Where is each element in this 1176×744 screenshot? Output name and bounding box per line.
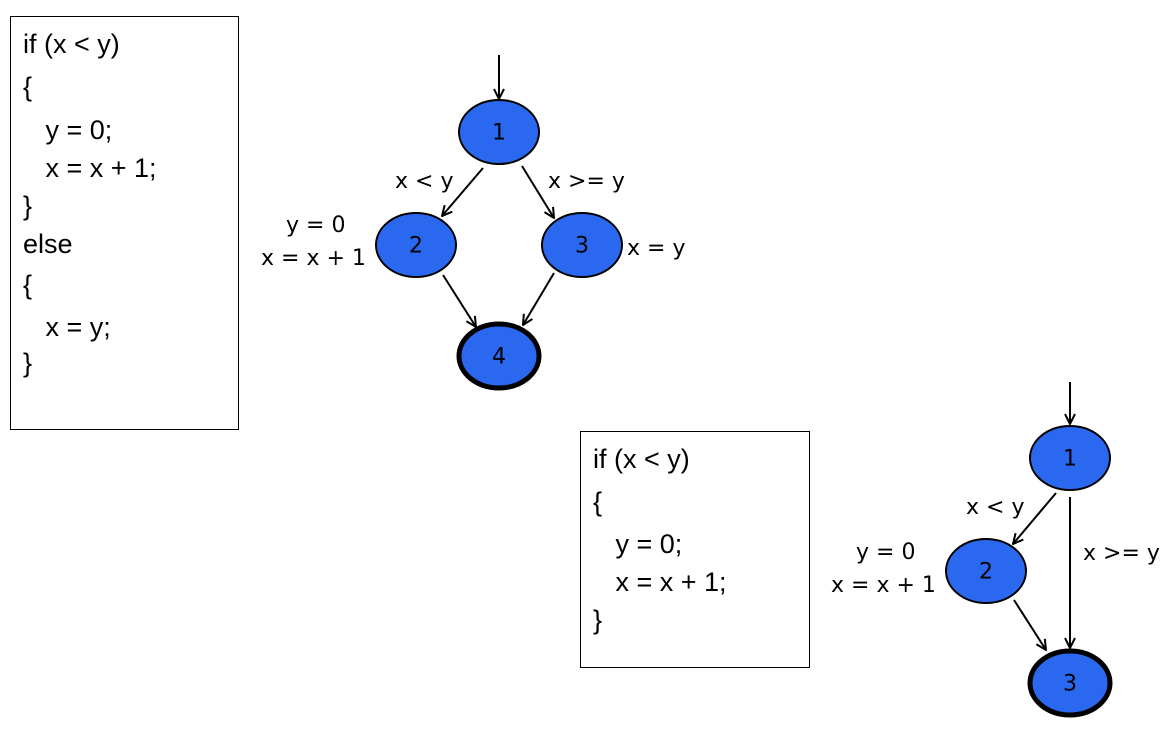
code-line: x = x + 1; [593, 567, 727, 597]
code-line: else [23, 229, 73, 259]
node-3-label: 3 [1063, 672, 1077, 697]
node-1-label: 1 [1063, 447, 1077, 472]
node-3-final [1027, 648, 1113, 718]
code-line: } [23, 348, 33, 378]
code-line: y = 0; [23, 115, 113, 145]
node-3 [541, 212, 623, 278]
edge-label-x-ge-y: x >= y [548, 169, 625, 194]
code-line: { [593, 487, 603, 517]
edge-3-4 [523, 272, 555, 325]
code-line: y = 0; [593, 529, 683, 559]
code-line: } [593, 605, 603, 635]
edge-label-x-lt-y: x < y [966, 495, 1024, 520]
node-3-label: 3 [575, 234, 589, 259]
code-line: x = y; [23, 312, 111, 342]
edge-1-2 [442, 167, 484, 216]
node-2-annotation-line: y = 0 [286, 213, 345, 238]
node-4-final [456, 321, 542, 391]
edge-2-3 [1013, 599, 1046, 650]
node-2-annotation-line: x = x + 1 [831, 573, 936, 598]
node-2-label: 2 [409, 234, 423, 259]
graph-if-only: 1 2 3 x < y x >= y y = 0 x = x + 1 [831, 382, 1160, 718]
edge-1-2 [1013, 492, 1057, 544]
edge-1-3 [521, 165, 554, 218]
node-2-annotation-line: x = x + 1 [261, 246, 366, 271]
graph-if-else: 1 2 3 4 x < y x >= y y = 0 x = x + 1 x =… [261, 55, 685, 391]
node-4-label: 4 [492, 345, 506, 370]
node-2-label: 2 [979, 560, 993, 585]
node-2 [375, 212, 457, 278]
code-line: { [23, 72, 33, 102]
node-3-annotation-line: x = y [627, 236, 685, 261]
code-line: x = x + 1; [23, 153, 157, 183]
edge-label-x-lt-y: x < y [395, 169, 453, 194]
code-box-if-only: if (x < y) { y = 0; x = x + 1; } [580, 431, 810, 668]
code-line: } [23, 191, 33, 221]
node-2 [945, 538, 1027, 604]
node-1 [458, 99, 540, 165]
edge-2-4 [442, 274, 476, 327]
node-1 [1029, 425, 1111, 491]
node-1-label: 1 [492, 121, 506, 146]
code-line: if (x < y) [593, 444, 690, 474]
code-line: if (x < y) [23, 29, 120, 59]
code-box-if-else: if (x < y) { y = 0; x = x + 1; } else { … [10, 16, 239, 430]
node-2-annotation-line: y = 0 [856, 540, 915, 565]
code-line: { [23, 270, 33, 300]
edge-label-x-ge-y: x >= y [1083, 541, 1160, 566]
